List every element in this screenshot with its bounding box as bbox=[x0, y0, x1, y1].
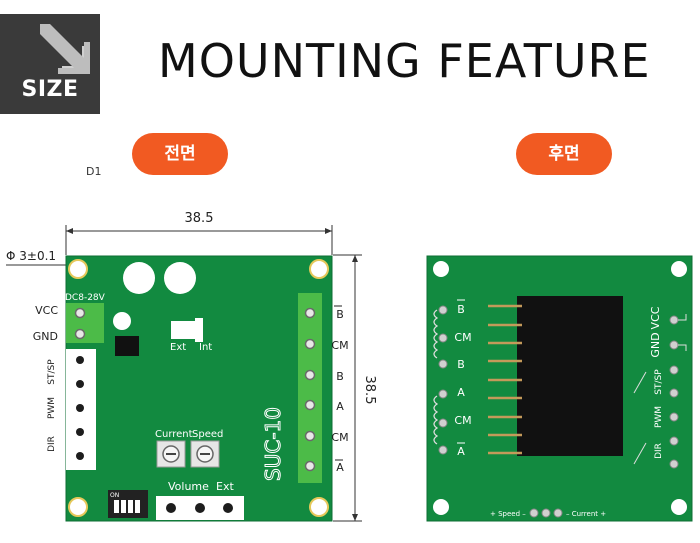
dip-on-label: ON bbox=[110, 492, 119, 499]
page-title: MOUNTING FEATURE bbox=[158, 34, 651, 88]
left-pin-pwm: PWM bbox=[47, 397, 57, 419]
right-pin-b: B bbox=[336, 370, 344, 383]
width-dimension: 38.5 bbox=[185, 211, 214, 226]
back-right-dir: DIR bbox=[654, 443, 664, 459]
back-left-cm-1: CM bbox=[454, 331, 471, 344]
size-badge: SIZE bbox=[0, 14, 100, 114]
bottom-label-volume: Volume bbox=[168, 480, 209, 493]
back-bottom-current: – Current + bbox=[566, 510, 606, 518]
back-left-cm-2: CM bbox=[454, 414, 471, 427]
right-pin-a: A bbox=[336, 400, 344, 413]
board-name: SUC-10 bbox=[261, 407, 285, 481]
back-right-pwm: PWM bbox=[654, 406, 664, 428]
left-pin-dir: DIR bbox=[47, 436, 57, 452]
right-pin-cm-1: CM bbox=[331, 339, 348, 352]
switch-label-int: Int bbox=[199, 342, 212, 353]
back-right-stsp: ST/SP bbox=[654, 369, 664, 395]
right-pin-b-bar: B bbox=[336, 308, 344, 321]
back-bottom-speed: + Speed – bbox=[490, 510, 526, 518]
reference-label: D1 bbox=[86, 165, 102, 178]
back-right-vcc: VCC bbox=[649, 306, 662, 329]
pot-label-current: Current bbox=[155, 429, 193, 440]
switch-label-ext: Ext bbox=[170, 342, 186, 353]
size-label: SIZE bbox=[21, 77, 79, 102]
height-dimension: 38.5 bbox=[362, 376, 377, 405]
right-pin-a-bar: A bbox=[336, 461, 344, 474]
back-left-b-bar: B bbox=[457, 303, 465, 316]
back-right-gnd: GND bbox=[649, 332, 662, 357]
back-left-a: A bbox=[457, 386, 465, 399]
vcc-label: VCC bbox=[35, 304, 58, 317]
pot-label-speed: Speed bbox=[192, 429, 223, 440]
front-view-pill: 전면 bbox=[132, 133, 228, 175]
left-pin-stsp: ST/SP bbox=[47, 359, 57, 385]
power-label: DC8-28V bbox=[65, 293, 106, 303]
bottom-label-ext: Ext bbox=[216, 480, 234, 493]
back-left-a-bar: A bbox=[457, 445, 465, 458]
hole-dimension: Φ 3±0.1 bbox=[6, 249, 56, 263]
gnd-label: GND bbox=[33, 330, 58, 343]
right-pin-cm-2: CM bbox=[331, 431, 348, 444]
back-left-b: B bbox=[457, 358, 465, 371]
back-view-pill: 후면 bbox=[516, 133, 612, 175]
arrow-down-right-icon bbox=[38, 24, 90, 74]
